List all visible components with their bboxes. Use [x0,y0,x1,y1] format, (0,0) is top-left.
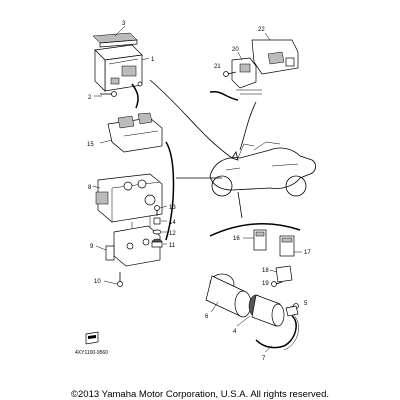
part-4-pump[interactable] [248,294,285,327]
part-18-bracket[interactable] [275,265,293,283]
callout-5[interactable]: 5 [304,301,308,307]
callout-13[interactable]: 13 [169,205,176,211]
sensor-group [205,229,299,351]
part-1-control-unit[interactable] [94,44,143,92]
part-8-modulator[interactable] [95,173,163,231]
callout-15[interactable]: 15 [87,142,94,148]
part-22-bracket[interactable] [251,39,299,75]
part-14-collar[interactable] [153,217,161,225]
callout-1[interactable]: 1 [151,57,155,63]
callout-9[interactable]: 9 [90,244,94,250]
part-20-bracket[interactable] [231,57,262,95]
part-9-bracket[interactable] [105,225,161,267]
bracket-group [223,39,299,95]
drawing-code: 4XY1100-9560 [75,350,108,356]
callout-10[interactable]: 10 [94,279,101,285]
book-icon [85,331,99,345]
part-7-hose[interactable] [255,305,299,351]
callout-17[interactable]: 17 [304,250,311,256]
callout-19[interactable]: 19 [262,281,269,287]
part-19-bolt[interactable] [271,281,283,287]
callout-12[interactable]: 12 [169,231,176,237]
part-2-screw[interactable] [100,91,117,97]
copyright-text: ©2013 Yamaha Motor Corporation, U.S.A. A… [71,389,329,400]
callout-7[interactable]: 7 [262,356,266,362]
callout-20[interactable]: 20 [232,47,239,53]
part-6-pump-housing[interactable] [205,273,252,318]
callout-11[interactable]: 11 [169,243,176,249]
callout-16[interactable]: 16 [233,236,240,242]
part-13-bolt[interactable] [154,205,160,217]
control-unit-group [92,32,143,97]
callout-8[interactable]: 8 [88,185,92,191]
callout-14[interactable]: 14 [169,220,176,226]
callout-6[interactable]: 6 [205,314,209,320]
callout-3[interactable]: 3 [122,21,126,27]
part-17-relay[interactable] [279,235,295,257]
part-3-cover[interactable] [92,32,138,48]
callout-4[interactable]: 4 [233,329,237,335]
hydraulic-unit-group [95,112,163,287]
callout-2[interactable]: 2 [88,95,92,101]
callout-18[interactable]: 18 [262,268,269,274]
part-15-cover[interactable] [107,112,163,153]
motorcycle-silhouette [209,141,316,197]
callouts: 1 2 3 22 20 21 15 8 13 14 12 11 9 [87,21,311,362]
part-12-washer[interactable] [152,229,162,235]
part-11-damper[interactable] [151,238,163,248]
callout-22[interactable]: 22 [258,27,265,33]
part-10-bolt[interactable] [117,272,123,287]
leader-lines [131,79,301,241]
callout-21[interactable]: 21 [214,64,221,70]
part-21-bolt[interactable] [223,71,237,77]
part-16-relay[interactable] [253,229,267,251]
